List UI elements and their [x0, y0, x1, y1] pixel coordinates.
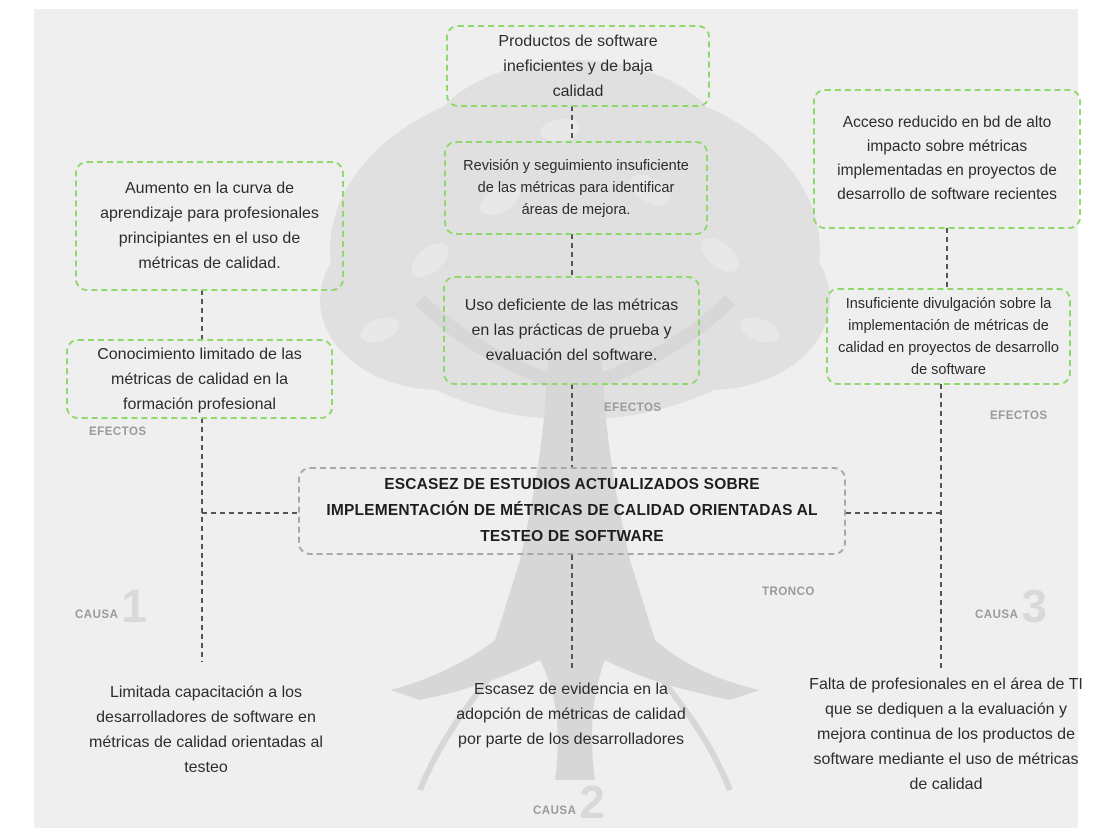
effect-center-mid: Revisión y seguimiento insuficiente de l…: [444, 141, 708, 235]
causa-1-number: 1: [121, 580, 147, 632]
causa-1-word: CAUSA: [75, 609, 119, 621]
causa-2-label: CAUSA 2: [533, 776, 605, 828]
causa-2-word: CAUSA: [533, 805, 577, 817]
cause-1-text: Limitada capacitación a los desarrollado…: [89, 684, 323, 776]
effect-center-bottom: Uso deficiente de las métricas en las pr…: [443, 276, 700, 385]
efectos-label-center: EFECTOS: [604, 402, 662, 414]
effect-right-top: Acceso reducido en bd de alto impacto so…: [813, 89, 1081, 229]
causa-3-number: 3: [1021, 580, 1047, 632]
efectos-label-right: EFECTOS: [990, 410, 1048, 422]
cause-2-text: Escasez de evidencia en la adopción de m…: [456, 681, 686, 748]
causa-1-label: CAUSA 1: [75, 580, 147, 632]
causa-2-number: 2: [579, 776, 605, 828]
effect-center-top: Productos de software ineficientes y de …: [446, 25, 710, 107]
effect-right-bottom: Insuficiente divulgación sobre la implem…: [826, 288, 1071, 385]
central-problem: ESCASEZ DE ESTUDIOS ACTUALIZADOS SOBRE I…: [298, 467, 846, 555]
effect-left-top: Aumento en la curva de aprendizaje para …: [75, 161, 344, 291]
effect-left-bottom: Conocimiento limitado de las métricas de…: [66, 339, 333, 419]
cause-3-text: Falta de profesionales en el área de TI …: [809, 676, 1083, 793]
tronco-label: TRONCO: [762, 586, 815, 598]
efectos-label-left: EFECTOS: [89, 426, 147, 438]
causa-3-label: CAUSA 3: [975, 580, 1047, 632]
causa-3-word: CAUSA: [975, 609, 1019, 621]
